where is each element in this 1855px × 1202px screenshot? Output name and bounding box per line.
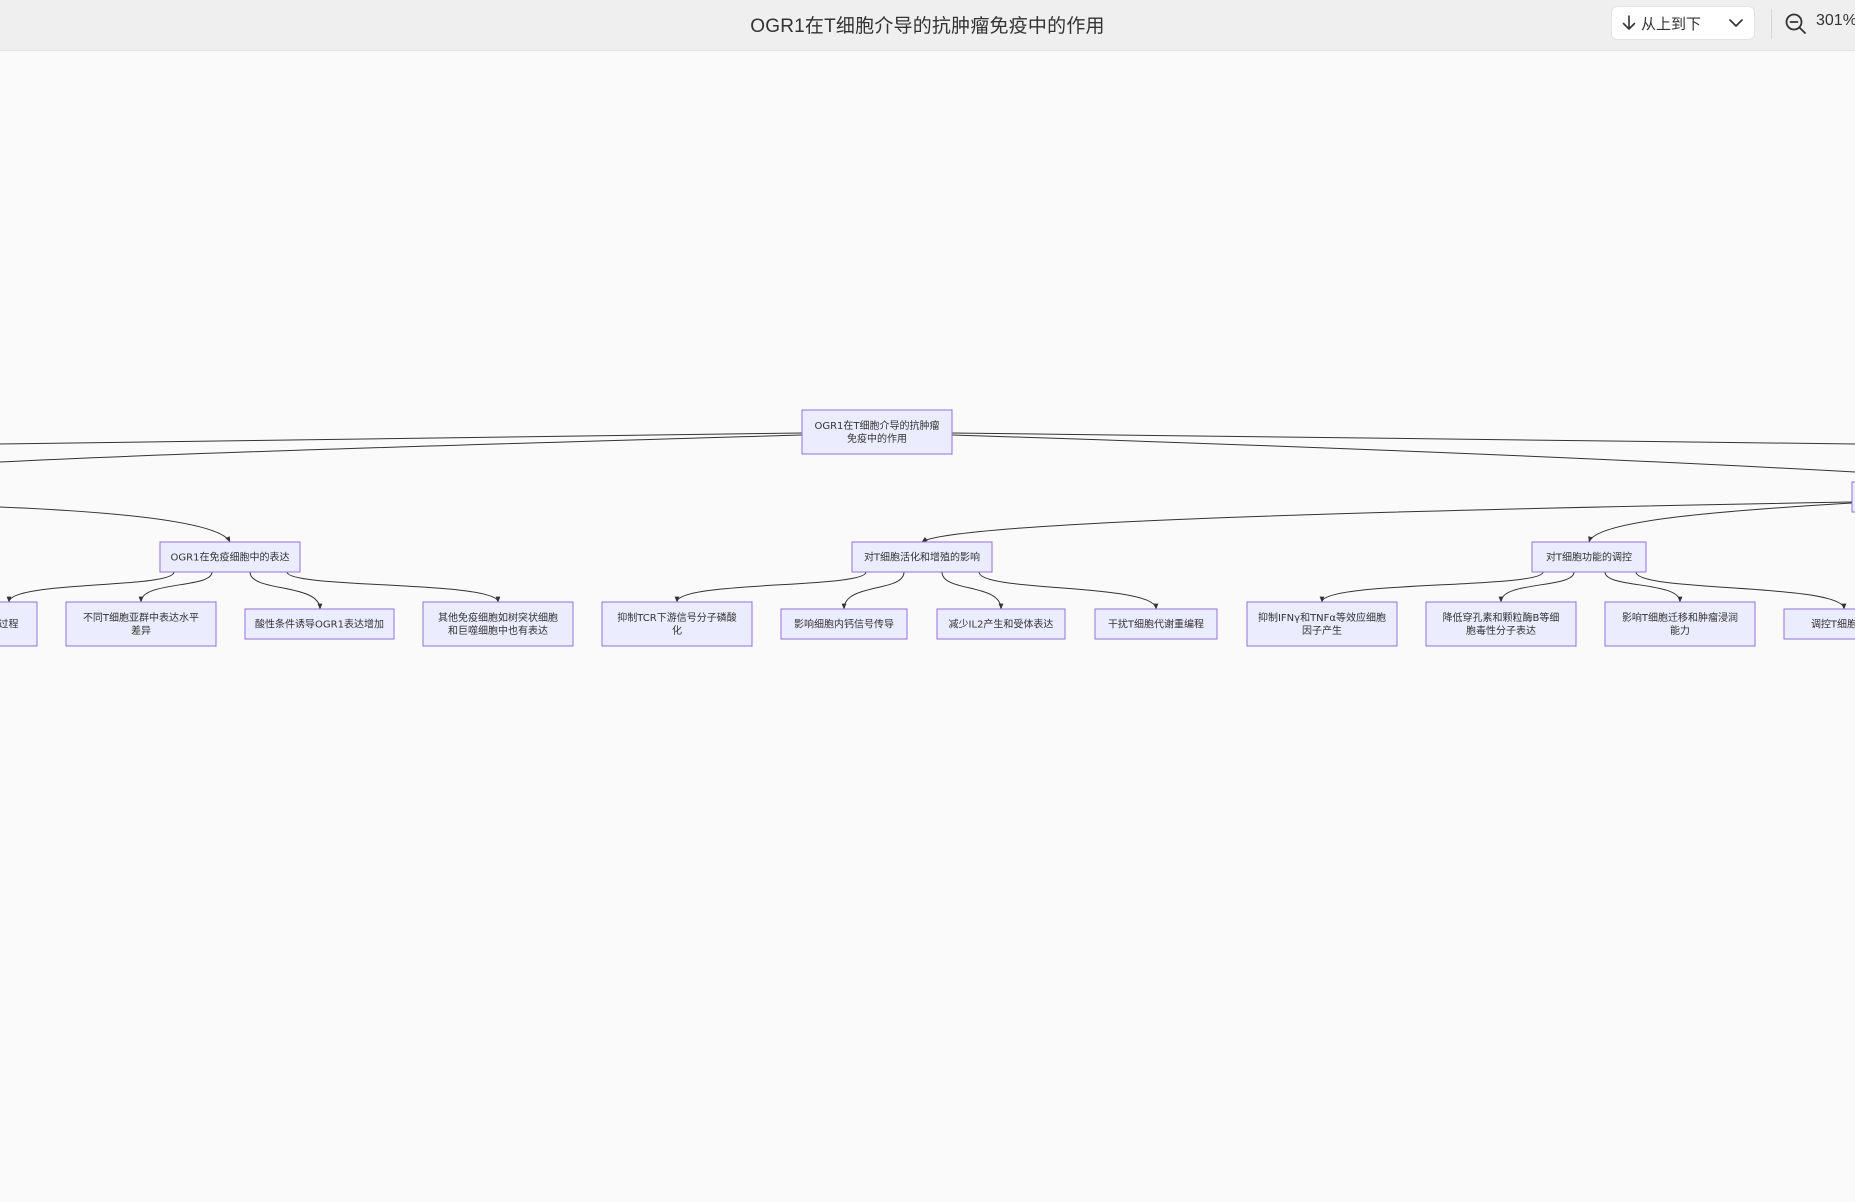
- edge-group-2-child-1: [1498, 571, 1575, 603]
- edge-group-2-child-3: [1635, 571, 1847, 610]
- node-group-2[interactable]: 对T细胞功能的调控: [1531, 541, 1647, 573]
- node-group-2-child-3-box: [1783, 608, 1855, 640]
- node-group-2-child-1-label: 降低穿孔素和颗粒酶B等细: [1443, 611, 1560, 624]
- node-group-1-child-2-label: 减少IL2产生和受体表达: [949, 618, 1054, 631]
- node-group-0[interactable]: OGR1在免疫细胞中的表达: [159, 541, 301, 573]
- node-group-1-child-0-label: 抑制TCR下游信号分子磷酸: [617, 611, 736, 624]
- node-root-label: 免疫中的作用: [847, 432, 907, 445]
- node-group-0-child-3-label: 其他免疫细胞如树突状细胞: [438, 611, 558, 624]
- edge-to-group-1: [921, 501, 1853, 543]
- node-group-1-label: 对T细胞活化和增殖的影响: [864, 551, 980, 564]
- node-group-1-child-1-label: 影响细胞内钙信号传导: [794, 618, 894, 631]
- node-group-2-child-3-label: 调控T细胞代谢: [1811, 618, 1855, 631]
- edge-root-off-right-2: [951, 434, 1855, 473]
- node-group-0-box: [159, 541, 301, 573]
- page-title: OGR1在T细胞介导的抗肿瘤免疫中的作用: [750, 16, 1105, 37]
- edge-root-off-right-1: [951, 432, 1855, 445]
- diagram-canvas[interactable]: OGR1在T细胞介导的抗肿瘤免疫中的作用 OGR1在免疫细胞中的表达过程 不同T细胞…: [0, 51, 1855, 1202]
- edge-group-1-child-1: [841, 571, 905, 610]
- node-group-2-child-0-label: 因子产生: [1302, 624, 1342, 637]
- node-partial-right[interactable]: [1851, 481, 1855, 513]
- arrow-down-icon: [1622, 15, 1636, 30]
- edge-group-0-child-0: [6, 571, 175, 603]
- toolbar: OGR1在T细胞介导的抗肿瘤免疫中的作用 从上到下 301%: [0, 0, 1855, 51]
- edge-to-group-0: [0, 506, 231, 543]
- node-root[interactable]: OGR1在T细胞介导的抗肿瘤免疫中的作用: [801, 409, 953, 455]
- node-group-2-child-2-label: 能力: [1670, 624, 1690, 637]
- chevron-down-icon: [1729, 19, 1743, 27]
- node-group-0-child-1-label: 不同T细胞亚群中表达水平: [83, 611, 199, 624]
- zoom-level: 301%: [1816, 12, 1855, 29]
- node-group-1-child-0-label: 化: [672, 624, 682, 637]
- node-group-1-child-3-label: 干扰T细胞代谢重编程: [1108, 618, 1204, 631]
- node-group-1[interactable]: 对T细胞活化和增殖的影响: [851, 541, 993, 573]
- node-group-0-label: OGR1在免疫细胞中的表达: [171, 551, 290, 564]
- edge-group-0-child-3: [286, 571, 501, 603]
- node-group-0-child-0-box: [0, 601, 38, 647]
- node-group-1-child-1-box: [780, 608, 908, 640]
- edge-root-off-left-2: [0, 434, 803, 463]
- node-group-2-box: [1531, 541, 1647, 573]
- node-group-0-child-2-label: 酸性条件诱导OGR1表达增加: [255, 618, 384, 631]
- node-group-2-child-1-label: 胞毒性分子表达: [1466, 624, 1536, 637]
- node-group-0-child-3-label: 和巨噬细胞中也有表达: [448, 624, 548, 637]
- node-group-0-child-0[interactable]: 过程: [0, 601, 38, 647]
- node-group-0-child-1-box: [65, 601, 217, 647]
- node-group-2-label: 对T细胞功能的调控: [1546, 551, 1632, 564]
- edge-group-1-child-0: [674, 571, 867, 603]
- node-group-0-child-2-box: [244, 608, 395, 640]
- node-group-0-child-1-label: 差异: [131, 624, 151, 637]
- direction-select[interactable]: 从上到下: [1611, 6, 1755, 40]
- node-group-2-child-0-label: 抑制IFNγ和TNFα等效应细胞: [1258, 611, 1386, 624]
- node-group-2-child-0-box: [1246, 601, 1398, 647]
- node-group-1-child-1[interactable]: 影响细胞内钙信号传导: [780, 608, 908, 640]
- edge-group-0-child-1: [138, 571, 213, 603]
- edge-group-1-child-2: [941, 571, 1004, 610]
- edge-group-2-child-0: [1319, 571, 1544, 603]
- node-group-2-child-2-box: [1604, 601, 1756, 647]
- edge-group-2-child-2: [1604, 571, 1683, 603]
- node-group-2-child-2-label: 影响T细胞迁移和肿瘤浸润: [1622, 611, 1738, 624]
- node-group-1-child-2[interactable]: 减少IL2产生和受体表达: [936, 608, 1066, 640]
- node-group-2-child-3[interactable]: 调控T细胞代谢: [1783, 608, 1855, 640]
- node-root-box: [801, 409, 953, 455]
- zoom-out-icon[interactable]: [1784, 12, 1808, 36]
- node-group-0-child-2[interactable]: 酸性条件诱导OGR1表达增加: [244, 608, 395, 640]
- edge-group-0-child-2: [249, 571, 323, 610]
- node-group-0-child-3-box: [422, 601, 574, 647]
- toolbar-divider: [1771, 9, 1772, 39]
- edge-to-group-2: [1588, 502, 1853, 543]
- node-group-0-child-0-label: 过程: [0, 618, 19, 631]
- node-group-1-child-3-box: [1094, 608, 1218, 640]
- node-group-2-child-1-box: [1425, 601, 1577, 647]
- node-root-label: OGR1在T细胞介导的抗肿瘤: [814, 419, 939, 432]
- node-group-1-child-2-box: [936, 608, 1066, 640]
- edge-group-1-child-3: [978, 571, 1159, 610]
- node-group-1-child-0-box: [601, 601, 753, 647]
- node-group-1-child-3[interactable]: 干扰T细胞代谢重编程: [1094, 608, 1218, 640]
- direction-label: 从上到下: [1641, 15, 1702, 33]
- node-group-1-box: [851, 541, 993, 573]
